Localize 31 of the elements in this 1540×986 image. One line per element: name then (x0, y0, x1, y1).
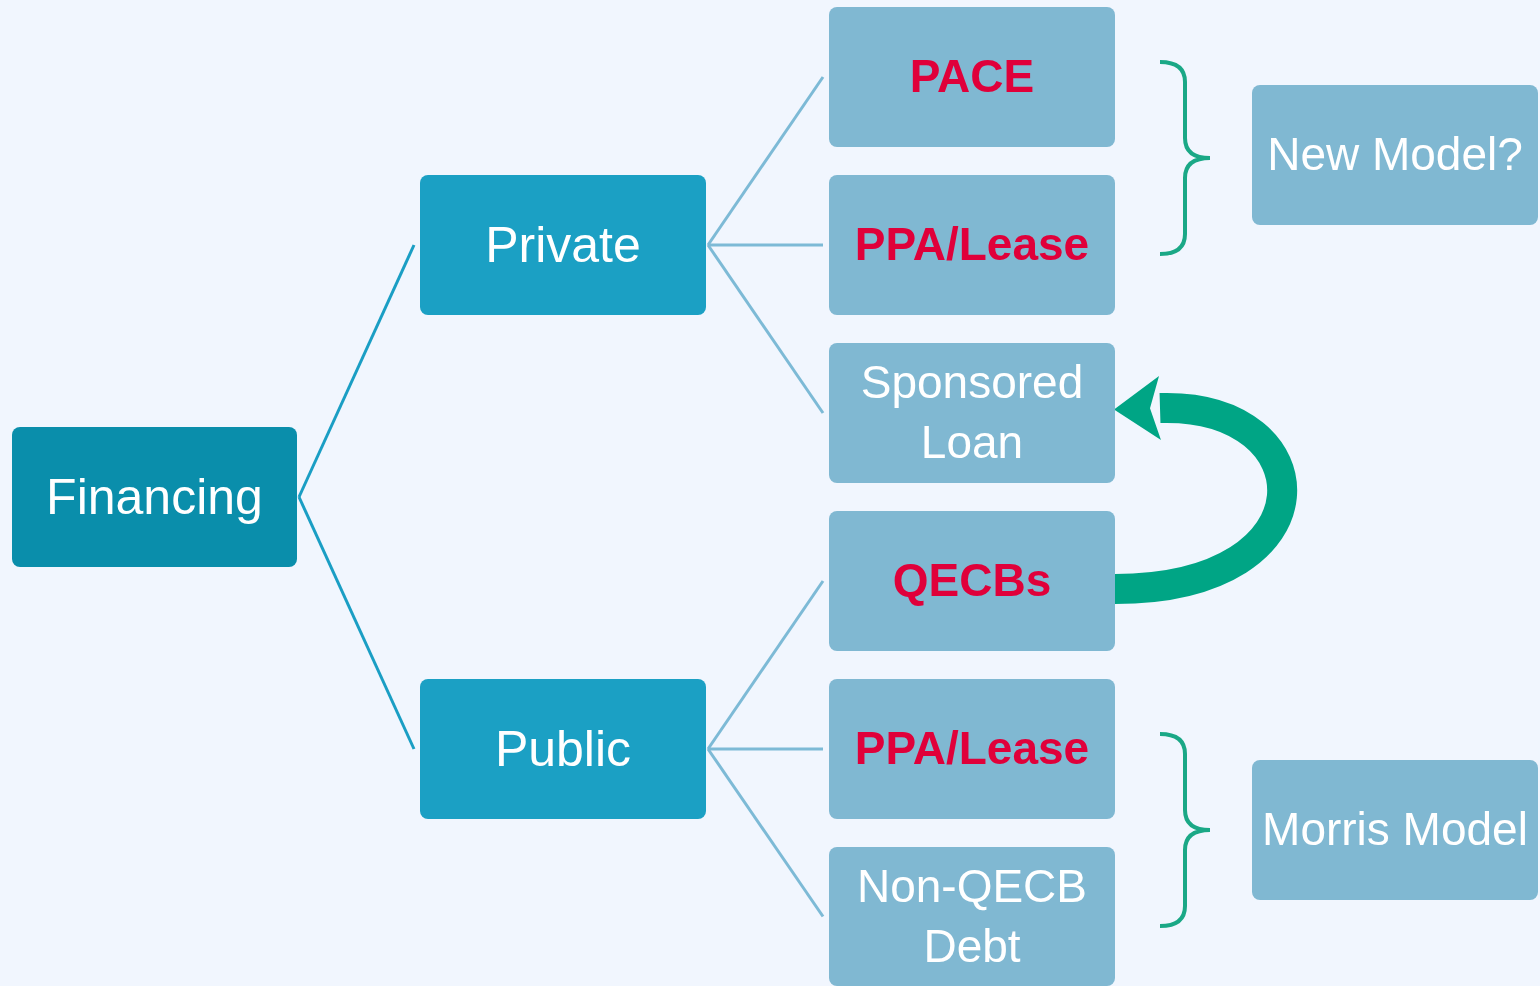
connector-line (297, 496, 416, 750)
curved-arrow (1113, 376, 1297, 604)
box-label: QECBs (892, 553, 1052, 609)
box-label: New Model? (1267, 127, 1523, 183)
rounded-box (829, 7, 1115, 147)
rounded-box (420, 175, 706, 315)
box-label: Public (494, 719, 632, 779)
connector-line (706, 748, 825, 918)
rounded-box (829, 343, 1115, 483)
box-label: Private (485, 215, 641, 275)
connector-line (708, 747, 823, 751)
rounded-box (829, 679, 1115, 819)
connector-line (708, 243, 823, 247)
box-label: PPA/Lease (854, 721, 1090, 777)
rounded-box (420, 679, 706, 819)
connector-line (706, 244, 825, 414)
rounded-box (829, 511, 1115, 651)
rounded-box (1252, 760, 1538, 900)
box-label: Sponsored Loan (859, 355, 1085, 470)
rounded-box (12, 427, 297, 567)
box-label: Financing (46, 467, 263, 527)
rounded-box (1252, 85, 1538, 225)
box-label: Non-QECB Debt (855, 858, 1089, 974)
box-label: PACE (909, 49, 1035, 105)
box-label: PPA/Lease (854, 217, 1090, 273)
rounded-box (829, 847, 1115, 986)
connector-line (706, 580, 825, 750)
connector-line (706, 76, 825, 246)
rounded-box (829, 175, 1115, 315)
connector-line (297, 244, 416, 498)
box-label: Morris Model (1262, 802, 1528, 858)
